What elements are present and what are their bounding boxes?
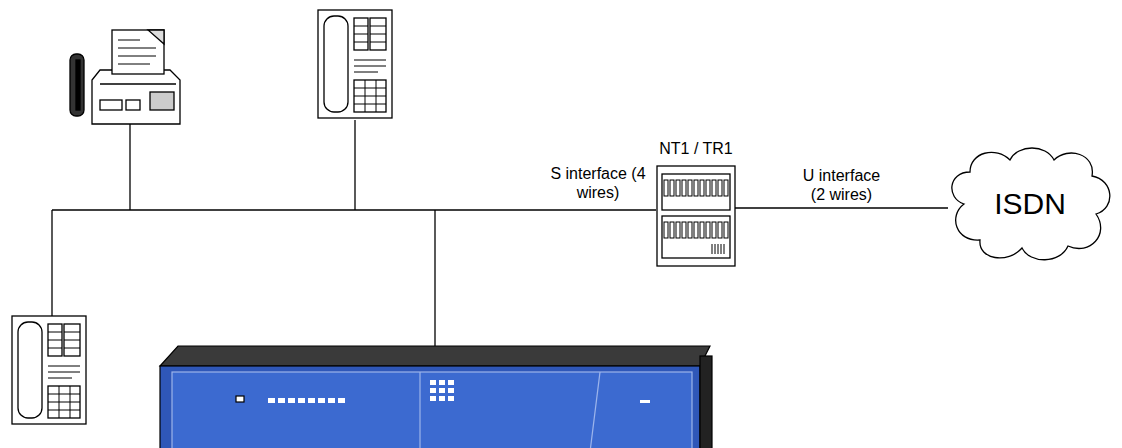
interface-label: S interface (4 wires) (548, 164, 648, 202)
router (160, 346, 712, 448)
interface-label: U interface (2 wires) (792, 166, 892, 204)
nt1-device (657, 166, 735, 266)
fax-machine (70, 30, 180, 124)
cloud-label: ISDN (944, 142, 1116, 266)
device-label: NT1 / TR1 (646, 140, 746, 158)
wire-connector (735, 207, 948, 208)
telephone (318, 10, 392, 118)
device-node: NT1 / TR1 (646, 140, 746, 266)
cloud-node: ISDN (944, 142, 1116, 266)
telephone (12, 316, 86, 424)
